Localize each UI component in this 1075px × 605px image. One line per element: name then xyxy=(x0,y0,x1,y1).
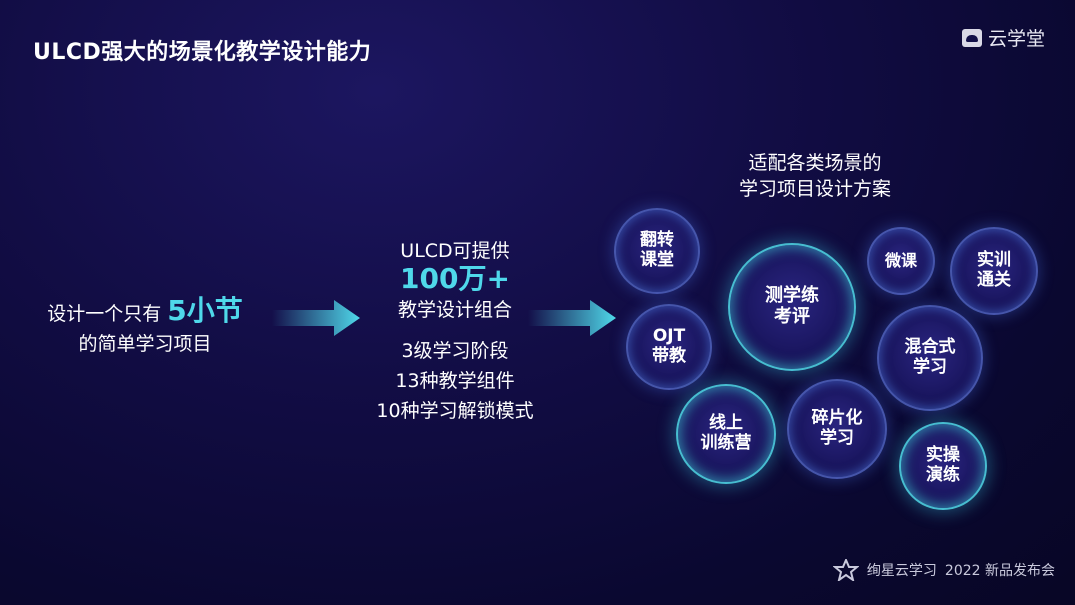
list-item: 10种学习解锁模式 xyxy=(376,400,534,422)
middle-highlight: 100万+ xyxy=(400,262,510,295)
bubble-label: 考评 xyxy=(774,306,810,327)
list-item: 13种教学组件 xyxy=(395,370,515,392)
bubble-test-practice: 测学练考评 xyxy=(728,243,856,371)
left-line-1: 设计一个只有 5小节 xyxy=(20,296,270,329)
bubble-label: 带教 xyxy=(652,346,686,366)
arrow-right-icon xyxy=(528,300,616,336)
footer-brand: 绚星云学习 xyxy=(866,563,937,579)
bubble-label: 翻转 xyxy=(640,230,674,251)
bubble-blended-learning: 混合式学习 xyxy=(877,305,983,411)
middle-statement: ULCD可提供 100万+ 教学设计组合 3级学习阶段 13种教学组件 10种学… xyxy=(355,236,555,426)
bubble-flipped-classroom: 翻转课堂 xyxy=(614,208,700,294)
cloud-logo-icon xyxy=(961,28,982,47)
bubble-label: 训练营 xyxy=(700,433,752,453)
left-prefix: 设计一个只有 xyxy=(47,303,162,325)
left-statement: 设计一个只有 5小节 的简单学习项目 xyxy=(20,296,270,359)
bubble-fragmented-learning: 碎片化学习 xyxy=(787,379,887,479)
scenario-heading: 适配各类场景的 学习项目设计方案 xyxy=(715,150,915,202)
footer-event: 2022 新品发布会 xyxy=(944,563,1055,579)
bubble-online-camp: 线上训练营 xyxy=(676,384,776,484)
star-logo-icon xyxy=(832,559,859,581)
left-highlight: 5小节 xyxy=(167,294,243,327)
page-title: ULCD强大的场景化教学设计能力 xyxy=(33,40,372,65)
bubble-hands-on-drill: 实操演练 xyxy=(899,422,987,510)
bubble-label: 实训 xyxy=(977,250,1011,271)
left-line-2: 的简单学习项目 xyxy=(78,333,212,355)
bubble-label: 测学练 xyxy=(765,285,819,307)
brand: 云学堂 xyxy=(961,24,1045,51)
brand-name: 云学堂 xyxy=(987,28,1045,50)
bubble-label: 课堂 xyxy=(640,250,674,270)
bubble-label: 实操 xyxy=(926,445,960,466)
bubble-label: 混合式 xyxy=(904,337,956,358)
scenario-heading-line-2: 学习项目设计方案 xyxy=(738,178,891,200)
middle-line-1: ULCD可提供 xyxy=(400,240,510,262)
middle-list: 3级学习阶段 13种教学组件 10种学习解锁模式 xyxy=(355,336,555,426)
middle-line-3: 教学设计组合 xyxy=(397,299,512,321)
bubble-label: OJT xyxy=(652,326,686,347)
list-item: 3级学习阶段 xyxy=(401,340,509,362)
bubble-label: 微课 xyxy=(884,250,917,270)
bubble-label: 碎片化 xyxy=(811,408,863,429)
bubble-microcourse: 微课 xyxy=(867,227,935,295)
footer: 绚星云学习 2022 新品发布会 xyxy=(832,559,1055,581)
bubble-label: 线上 xyxy=(709,413,743,434)
bubble-label: 学习 xyxy=(913,357,947,377)
bubble-training-clearance: 实训通关 xyxy=(950,227,1038,315)
bubble-label: 学习 xyxy=(820,428,854,448)
arrow-right-icon xyxy=(272,300,360,336)
bubble-label: 通关 xyxy=(977,270,1011,290)
bubble-label: 演练 xyxy=(926,465,960,485)
scenario-heading-line-1: 适配各类场景的 xyxy=(748,152,882,174)
